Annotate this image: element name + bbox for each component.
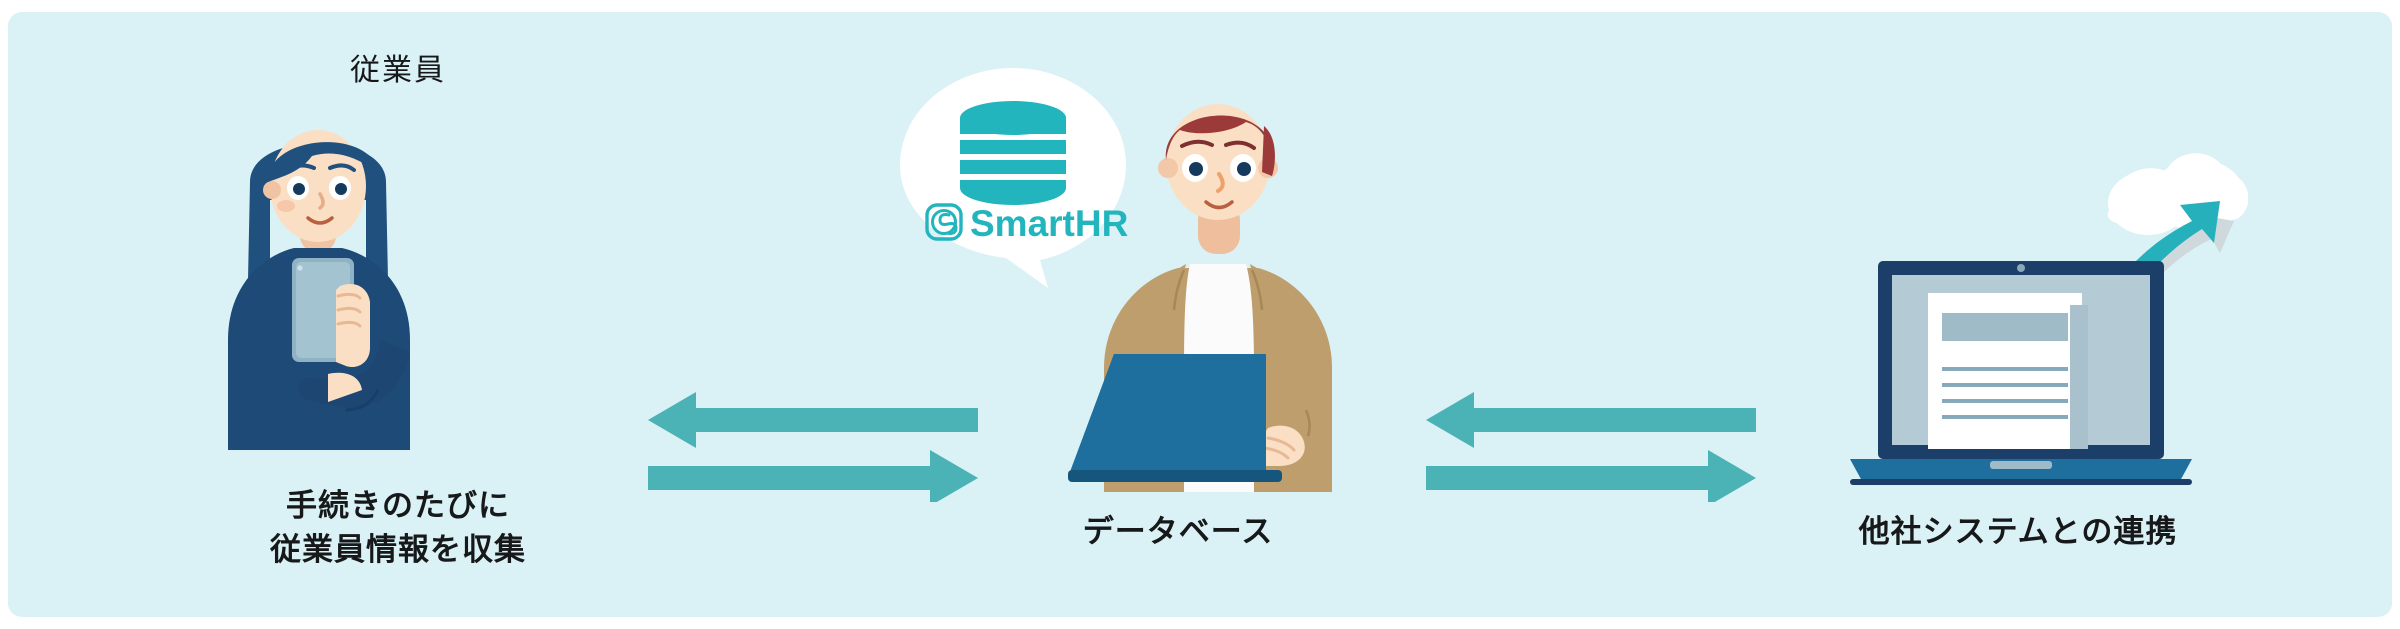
man-at-laptop-illustration — [1068, 72, 1358, 492]
arrow-database-to-external — [1426, 450, 1756, 502]
left-caption-line2: 従業員情報を収集 — [270, 532, 526, 569]
center-caption: データベース — [1082, 514, 1274, 550]
laptop-illustration — [1068, 354, 1282, 482]
left-caption-line1: 手続きのたびに — [286, 488, 510, 524]
right-caption: 他社システムとの連携 — [1858, 514, 2178, 550]
woman-holding-tablet-illustration — [188, 90, 448, 450]
smarthr-wordmark: SmartHR — [970, 203, 1128, 244]
laptop-cloud-illustration — [1848, 117, 2248, 497]
left-caption: 手続きのたびに従業員情報を収集 — [88, 484, 708, 572]
diagram-panel: 従業員 — [8, 12, 2392, 617]
arrow-group-employee-database — [648, 374, 978, 502]
laptop-document-icon — [1850, 261, 2192, 485]
arrow-database-to-employee — [648, 392, 978, 448]
arrow-external-to-database — [1426, 392, 1756, 448]
arrow-employee-to-database — [648, 450, 978, 502]
employee-title: 従業員 — [350, 53, 446, 88]
arrow-group-database-external — [1426, 374, 1756, 502]
database-cylinder-icon — [960, 101, 1066, 205]
smarthr-speech-bubble: SmartHR — [888, 60, 1138, 290]
smarthr-s-logomark — [925, 203, 963, 241]
